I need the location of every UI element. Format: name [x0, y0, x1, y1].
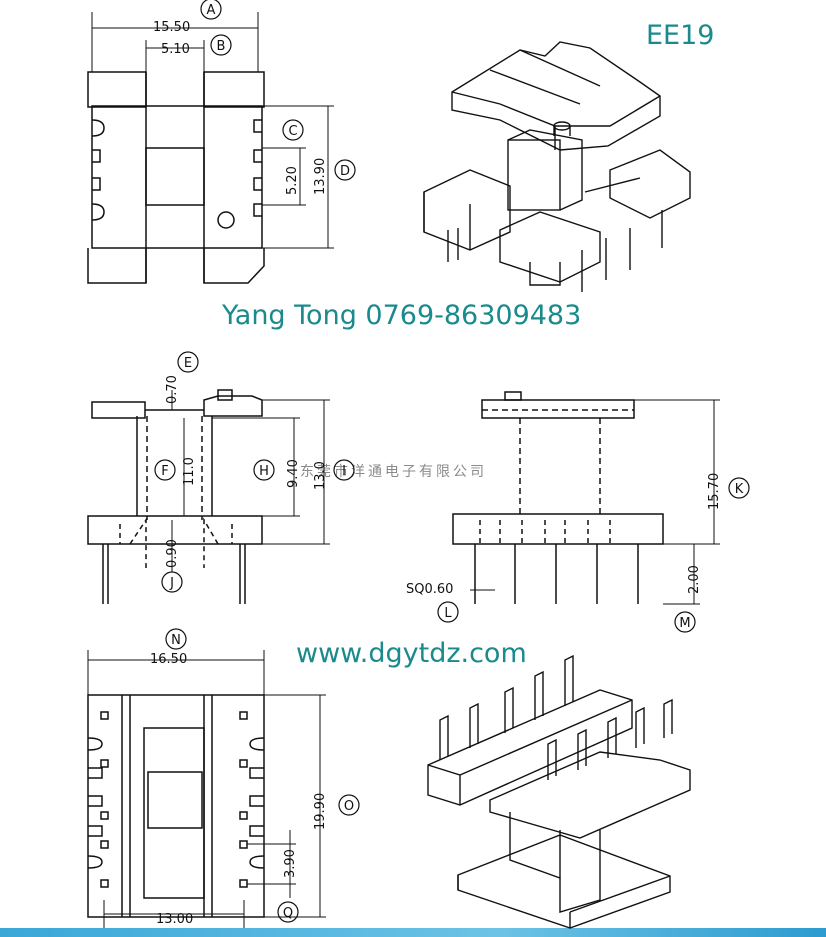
dim-q-value: 3.90 — [283, 849, 298, 878]
model-title: EE19 — [646, 20, 715, 51]
contact-line: Yang Tong 0769-86309483 — [222, 300, 582, 331]
label-k: K — [735, 482, 744, 497]
front-view: 0.70 11.0 9.40 13.0 0.90 E F H I J — [87, 351, 355, 604]
label-q: Q — [283, 906, 293, 921]
website-link[interactable]: www.dgytdz.com — [296, 638, 527, 669]
dim-k-value: 15.70 — [707, 473, 722, 510]
dim-d-value: 13.90 — [313, 158, 328, 195]
top-view: 15.50 5.10 5.20 13.90 A B C D — [87, 0, 356, 284]
label-o: O — [344, 799, 354, 814]
side-view: 15.70 2.00 SQ0.60 K L M — [406, 391, 750, 633]
dim-b-value: 5.10 — [161, 42, 190, 57]
dim-m-value: 2.00 — [687, 565, 702, 594]
dim-bottom-value: 13.00 — [156, 912, 193, 927]
bottom-view: 16.50 19.90 3.90 13.00 N O Q — [87, 628, 360, 928]
label-b: B — [217, 39, 226, 54]
dim-f-value: 11.0 — [182, 457, 197, 486]
dim-a-value: 15.50 — [153, 20, 190, 35]
label-l: L — [444, 606, 452, 621]
label-c: C — [288, 124, 297, 139]
label-f: F — [161, 464, 168, 479]
company-watermark: 东莞市洋通电子有限公司 — [300, 464, 487, 480]
dim-h-value: 9.40 — [286, 459, 301, 488]
label-e: E — [184, 356, 192, 371]
label-j: J — [169, 576, 174, 591]
dim-o-value: 19.90 — [313, 793, 328, 830]
label-h: H — [259, 464, 269, 479]
dim-i-value: 13.0 — [313, 461, 328, 490]
label-n: N — [171, 633, 181, 648]
isometric-view-top — [423, 41, 691, 292]
dim-l-value: SQ0.60 — [406, 582, 453, 597]
isometric-view-bottom — [427, 654, 691, 929]
dim-j-value: 0.90 — [165, 539, 180, 568]
bottom-bar — [0, 928, 826, 937]
label-a: A — [207, 3, 216, 18]
label-m: M — [679, 616, 690, 631]
dim-c-value: 5.20 — [285, 166, 300, 195]
label-d: D — [340, 164, 350, 179]
label-i: I — [342, 464, 346, 479]
dim-n-value: 16.50 — [150, 652, 187, 667]
dim-e-value: 0.70 — [165, 375, 180, 404]
